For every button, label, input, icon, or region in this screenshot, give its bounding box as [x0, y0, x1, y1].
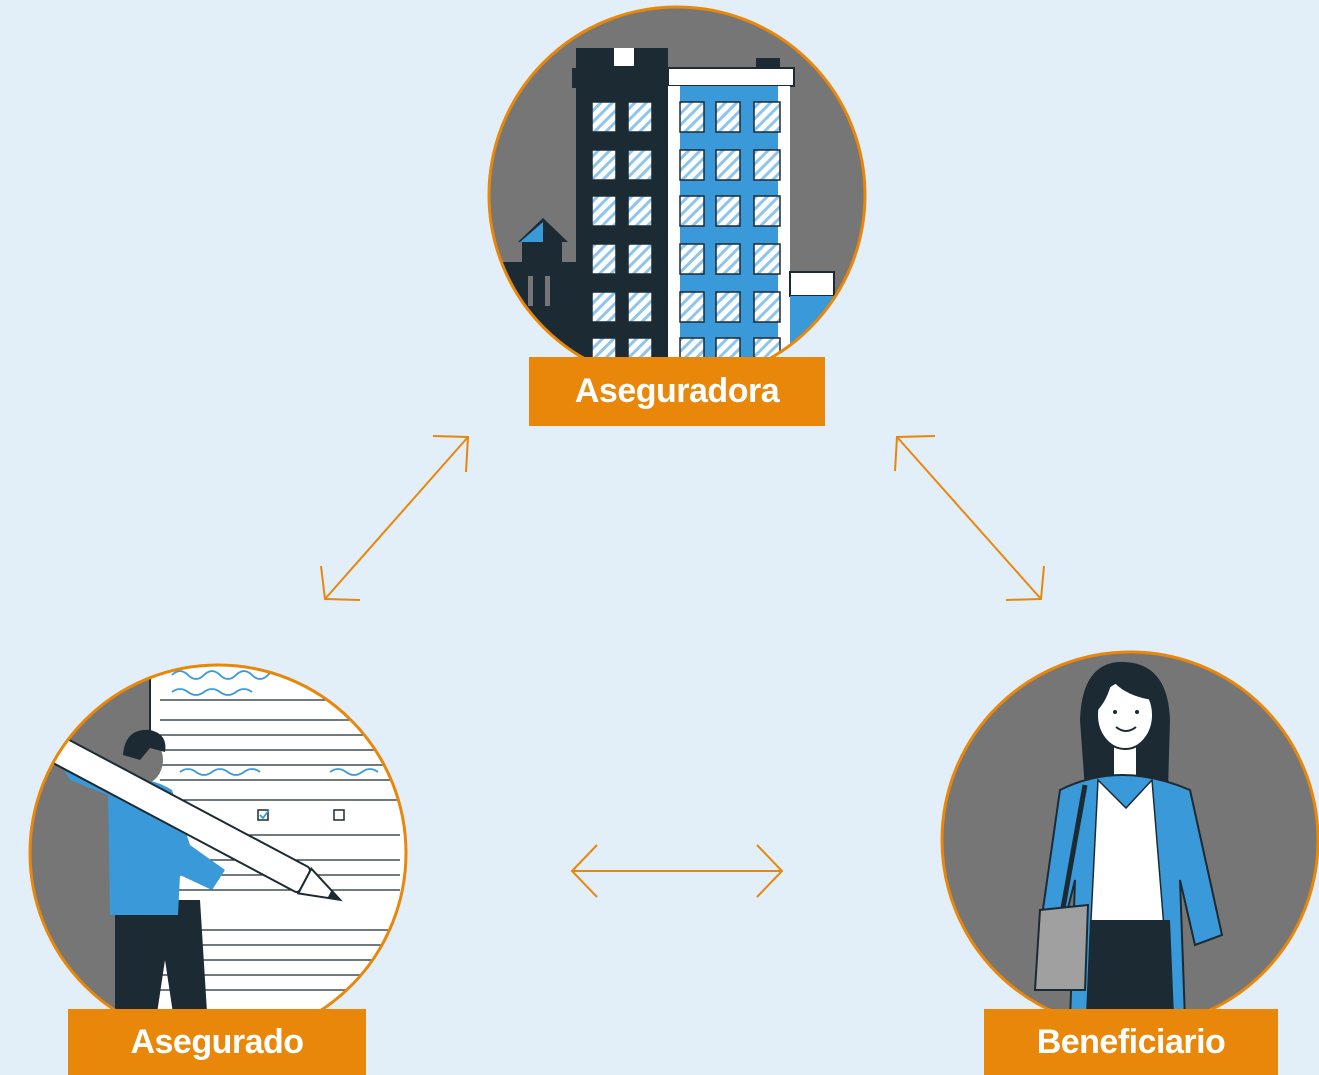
woman-with-bag-icon — [940, 650, 1319, 1030]
arrow-aseguradora-asegurado — [320, 435, 470, 601]
arrow-aseguradora-beneficiario — [894, 435, 1045, 601]
node-label-asegurado: Asegurado — [68, 1009, 366, 1075]
arrow-asegurado-beneficiario — [570, 844, 784, 898]
person-signing-document-icon — [28, 663, 408, 1043]
office-building-icon — [487, 5, 867, 385]
node-label-aseguradora: Aseguradora — [529, 357, 825, 426]
node-label-beneficiario: Beneficiario — [984, 1009, 1278, 1075]
